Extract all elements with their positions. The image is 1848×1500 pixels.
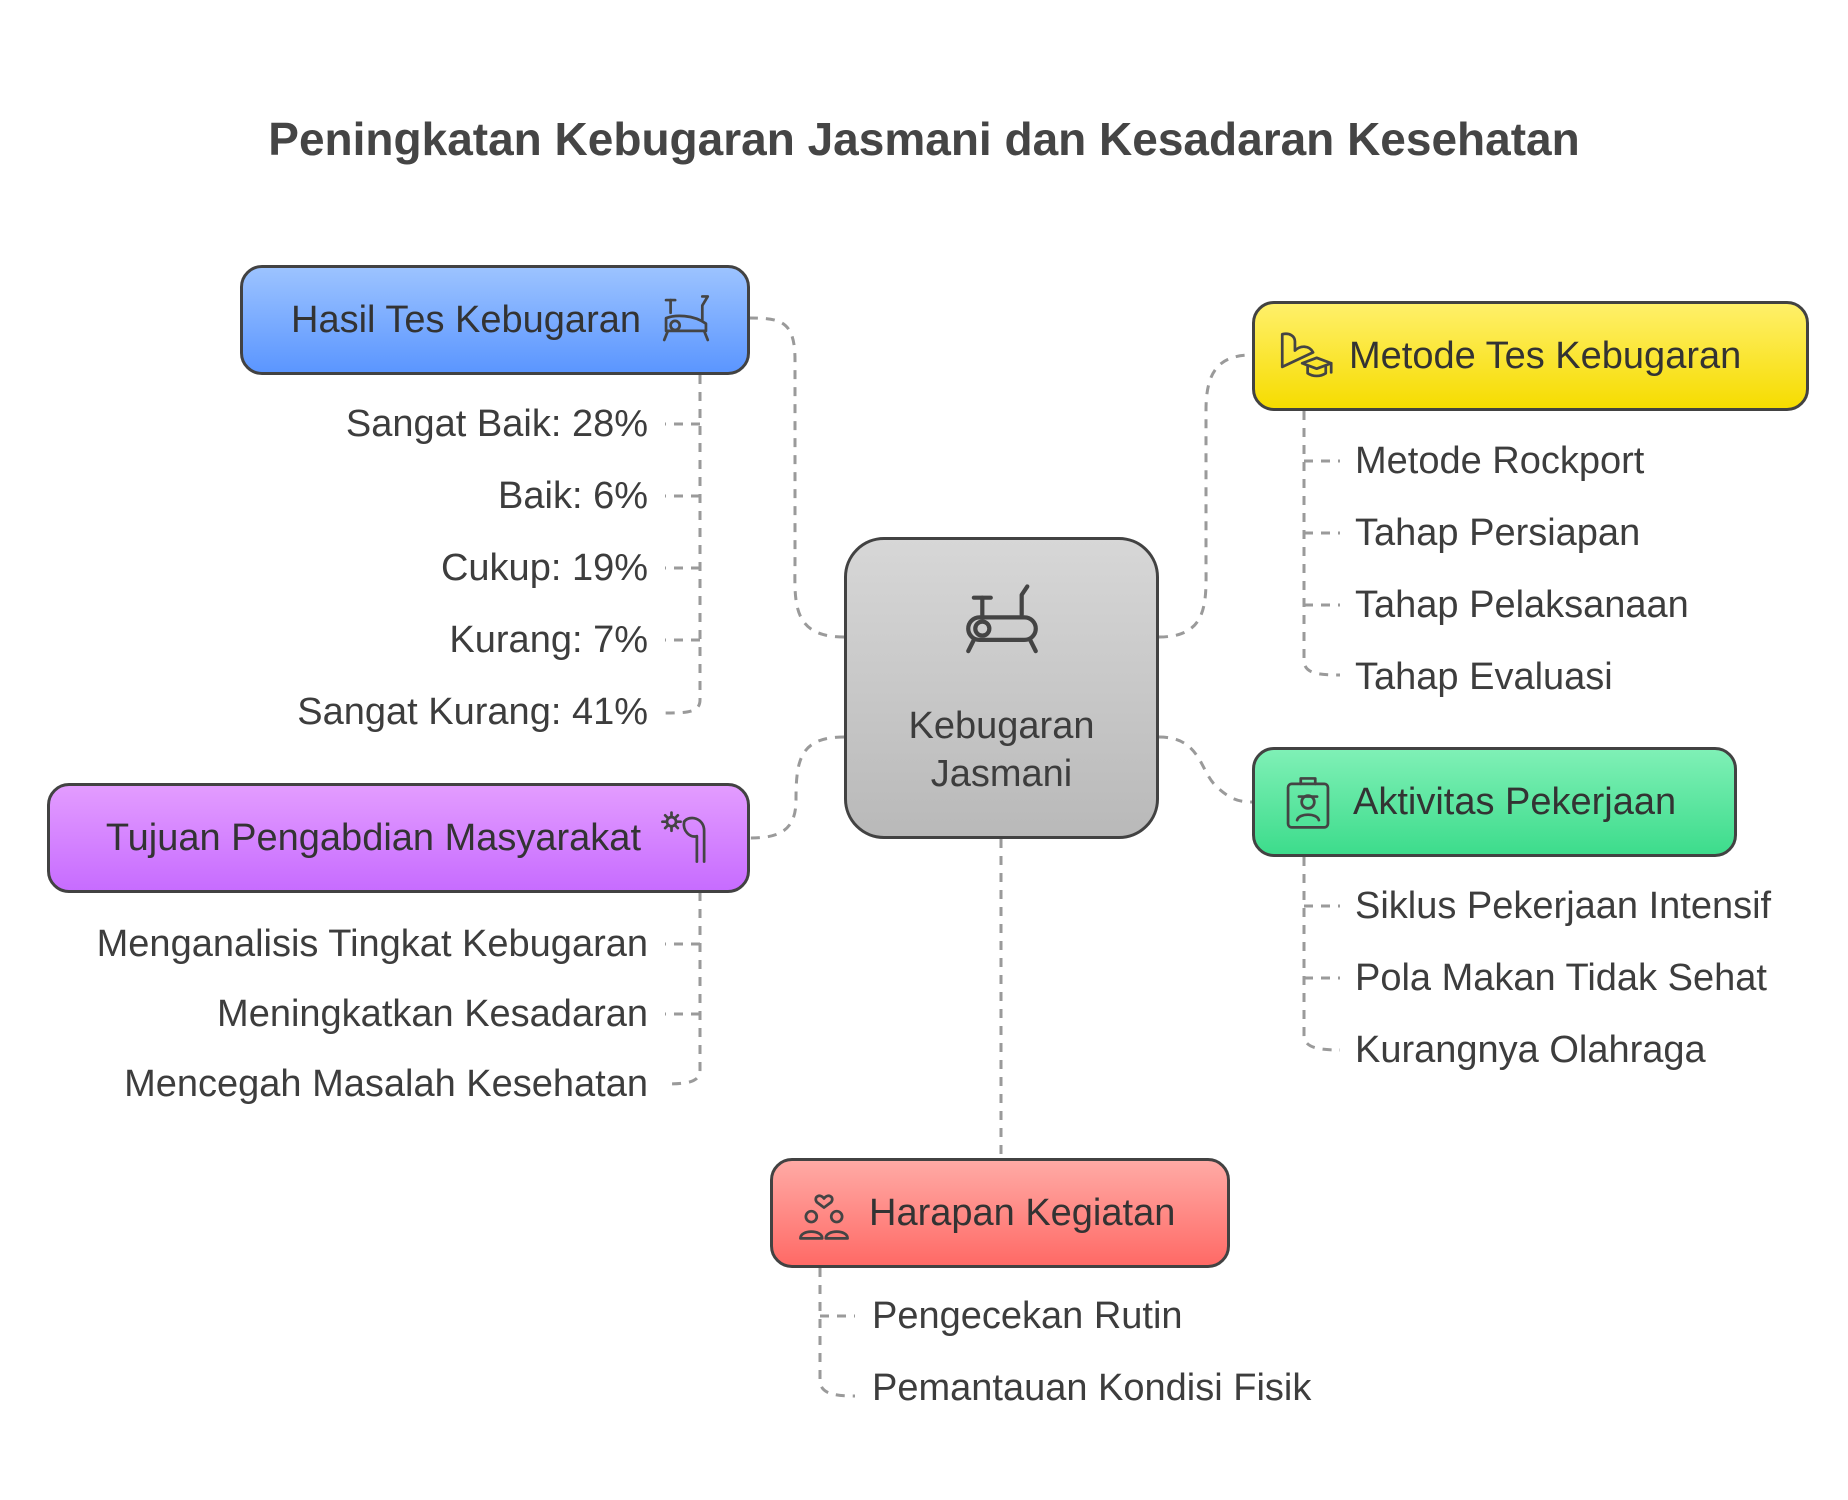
tujuan-item-3: Mencegah Masalah Kesehatan [124, 1063, 648, 1105]
people-heart-icon [795, 1184, 853, 1242]
aktivitas-item-2: Pola Makan Tidak Sehat [1355, 957, 1767, 999]
link-center-aktivitas [1158, 735, 1253, 804]
link-metode-items [1302, 411, 1341, 677]
branch-harapan-label: Harapan Kegiatan [869, 1191, 1176, 1234]
branch-hasil-label: Hasil Tes Kebugaran [291, 298, 641, 341]
harapan-item-2: Pemantauan Kondisi Fisik [872, 1367, 1312, 1409]
branch-tujuan[interactable]: Tujuan Pengabdian Masyarakat [47, 783, 750, 893]
link-harapan-items [818, 1268, 856, 1398]
branch-hasil-tes[interactable]: Hasil Tes Kebugaran [240, 265, 750, 375]
aktivitas-item-3: Kurangnya Olahraga [1355, 1029, 1706, 1071]
link-center-metode [1158, 353, 1253, 639]
branch-tujuan-label: Tujuan Pengabdian Masyarakat [105, 816, 641, 859]
worker-badge-icon [1279, 773, 1337, 831]
exercise-bike-icon [657, 291, 715, 349]
hasil-item-5: Sangat Kurang: 41% [297, 691, 648, 733]
aktivitas-item-1: Siklus Pekerjaan Intensif [1355, 885, 1772, 927]
tujuan-item-1: Menganalisis Tingkat Kebugaran [96, 923, 648, 965]
center-label-line2: Jasmani [930, 753, 1073, 795]
helping-hand-icon [657, 809, 715, 867]
arm-graduation-icon [1275, 327, 1333, 385]
center-node[interactable]: Kebugaran Jasmani [844, 537, 1159, 839]
center-label-line1: Kebugaran [908, 705, 1095, 747]
branch-aktivitas[interactable]: Aktivitas Pekerjaan [1252, 747, 1737, 857]
hasil-item-4: Kurang: 7% [449, 619, 648, 661]
hasil-item-3: Cukup: 19% [440, 547, 648, 589]
link-center-tujuan [749, 735, 845, 840]
hasil-item-2: Baik: 6% [498, 475, 648, 517]
link-hasil-items [664, 375, 702, 715]
link-center-hasil [747, 316, 845, 639]
branch-metode[interactable]: Metode Tes Kebugaran [1252, 301, 1809, 411]
hasil-item-1: Sangat Baik: 28% [345, 403, 648, 445]
link-tujuan-items [664, 892, 702, 1086]
branch-aktivitas-label: Aktivitas Pekerjaan [1353, 780, 1677, 823]
branch-metode-label: Metode Tes Kebugaran [1349, 334, 1742, 377]
page-title: Peningkatan Kebugaran Jasmani dan Kesada… [268, 113, 1580, 165]
harapan-item-1: Pengecekan Rutin [872, 1295, 1183, 1337]
exercise-bike-icon [965, 584, 1038, 654]
branch-harapan[interactable]: Harapan Kegiatan [770, 1158, 1230, 1268]
metode-item-1: Metode Rockport [1355, 440, 1645, 482]
metode-item-4: Tahap Evaluasi [1355, 656, 1613, 698]
metode-item-3: Tahap Pelaksanaan [1355, 584, 1689, 626]
metode-item-2: Tahap Persiapan [1355, 512, 1641, 554]
link-aktivitas-items [1302, 857, 1341, 1052]
tujuan-item-2: Meningkatkan Kesadaran [217, 993, 648, 1035]
